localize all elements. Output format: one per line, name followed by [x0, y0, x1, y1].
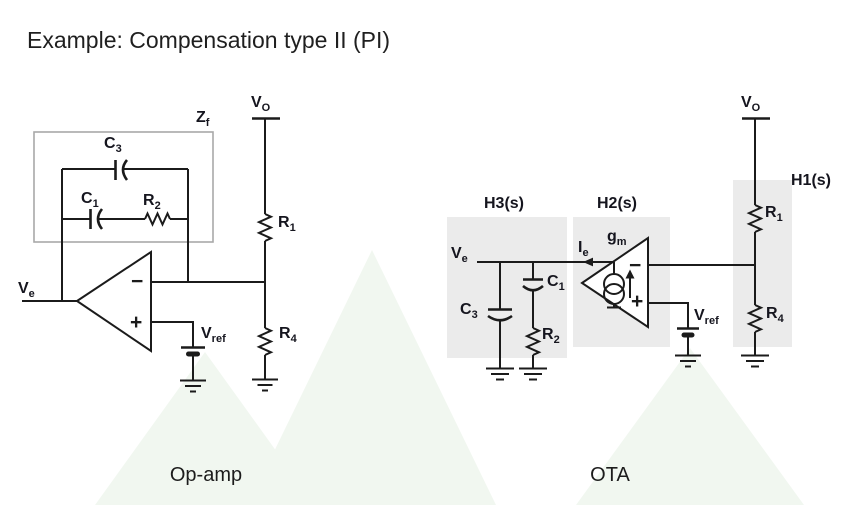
- ie-arrowhead: [583, 257, 593, 267]
- ground-symbol: [741, 354, 769, 368]
- divider-left: [252, 117, 280, 392]
- ground-symbol: [180, 379, 206, 393]
- r1-label-left: R1: [278, 214, 296, 234]
- vref-source-right: [675, 327, 701, 368]
- resistor-r2-right: [524, 327, 542, 356]
- opamp-minus-sign: −: [131, 270, 144, 293]
- watermark-triangle: [576, 348, 804, 505]
- plus-input-wire: [151, 321, 194, 348]
- current-source: [603, 273, 625, 309]
- resistor-r1-right: [746, 204, 764, 233]
- capacitor-c1-right: [522, 278, 544, 292]
- c3-label-right: C3: [460, 301, 478, 321]
- watermark: [95, 250, 804, 505]
- h3-block: [447, 217, 567, 358]
- watermark-triangle: [95, 352, 315, 505]
- resistor-r2-left: [144, 211, 171, 227]
- c1-label-left: C1: [81, 190, 99, 210]
- ota: [477, 236, 755, 329]
- capacitor-c1-left: [89, 208, 104, 230]
- caption-opamp: Op-amp: [169, 464, 243, 486]
- ground-symbol: [486, 367, 514, 381]
- zf-feedback-network: [33, 131, 214, 301]
- gm-label: gm: [607, 228, 627, 248]
- slide-title: Example: Compensation type II (PI): [27, 27, 391, 53]
- r4-label-left: R4: [279, 325, 297, 345]
- c3-label-left: C3: [104, 135, 122, 155]
- ota-minus-sign: −: [629, 254, 642, 277]
- ground-symbol: [675, 354, 701, 368]
- resistor-r4-left: [256, 327, 274, 356]
- caption-ota: OTA: [590, 464, 630, 486]
- opamp-plus-sign: +: [130, 311, 143, 334]
- h3-label: H3(s): [484, 195, 525, 212]
- vo-label-left: VO: [251, 94, 271, 114]
- ground-symbol: [519, 367, 547, 381]
- r4-label-right: R4: [766, 305, 784, 325]
- vo-label-right: VO: [741, 94, 761, 114]
- resistor-r1-left: [256, 213, 274, 242]
- vref-label-right: Vref: [694, 307, 719, 327]
- resistor-r4-right: [746, 304, 764, 333]
- c1-r2-branch-right: [519, 262, 547, 381]
- capacitor-c3-left: [114, 159, 129, 181]
- ground-symbol: [252, 378, 278, 392]
- r2-label-left: R2: [143, 192, 161, 212]
- h2-label: H2(s): [597, 195, 638, 212]
- vref-label-left: Vref: [201, 325, 226, 345]
- h1-label: H1(s): [791, 172, 832, 189]
- opamp-triangle: [75, 250, 152, 353]
- r1-label-right: R1: [765, 204, 783, 224]
- plus-input-wire-right: [648, 302, 689, 329]
- opamp: [22, 250, 265, 353]
- watermark-triangle: [248, 250, 496, 505]
- divider-right: [741, 117, 770, 368]
- c3-branch-right: [486, 262, 514, 381]
- c1-label-right: C1: [547, 273, 565, 293]
- current-arrow: [625, 269, 635, 298]
- ve-label-right: Ve: [451, 245, 468, 265]
- ve-label-left: Ve: [18, 280, 35, 300]
- ie-label: Ie: [578, 239, 589, 259]
- vref-source-left: [180, 346, 206, 393]
- r2-label-right: R2: [542, 326, 560, 346]
- zf-label: Zf: [196, 109, 210, 129]
- capacitor-c3-right: [487, 308, 513, 322]
- ota-plus-sign: +: [631, 290, 644, 313]
- zf-box: [33, 131, 214, 243]
